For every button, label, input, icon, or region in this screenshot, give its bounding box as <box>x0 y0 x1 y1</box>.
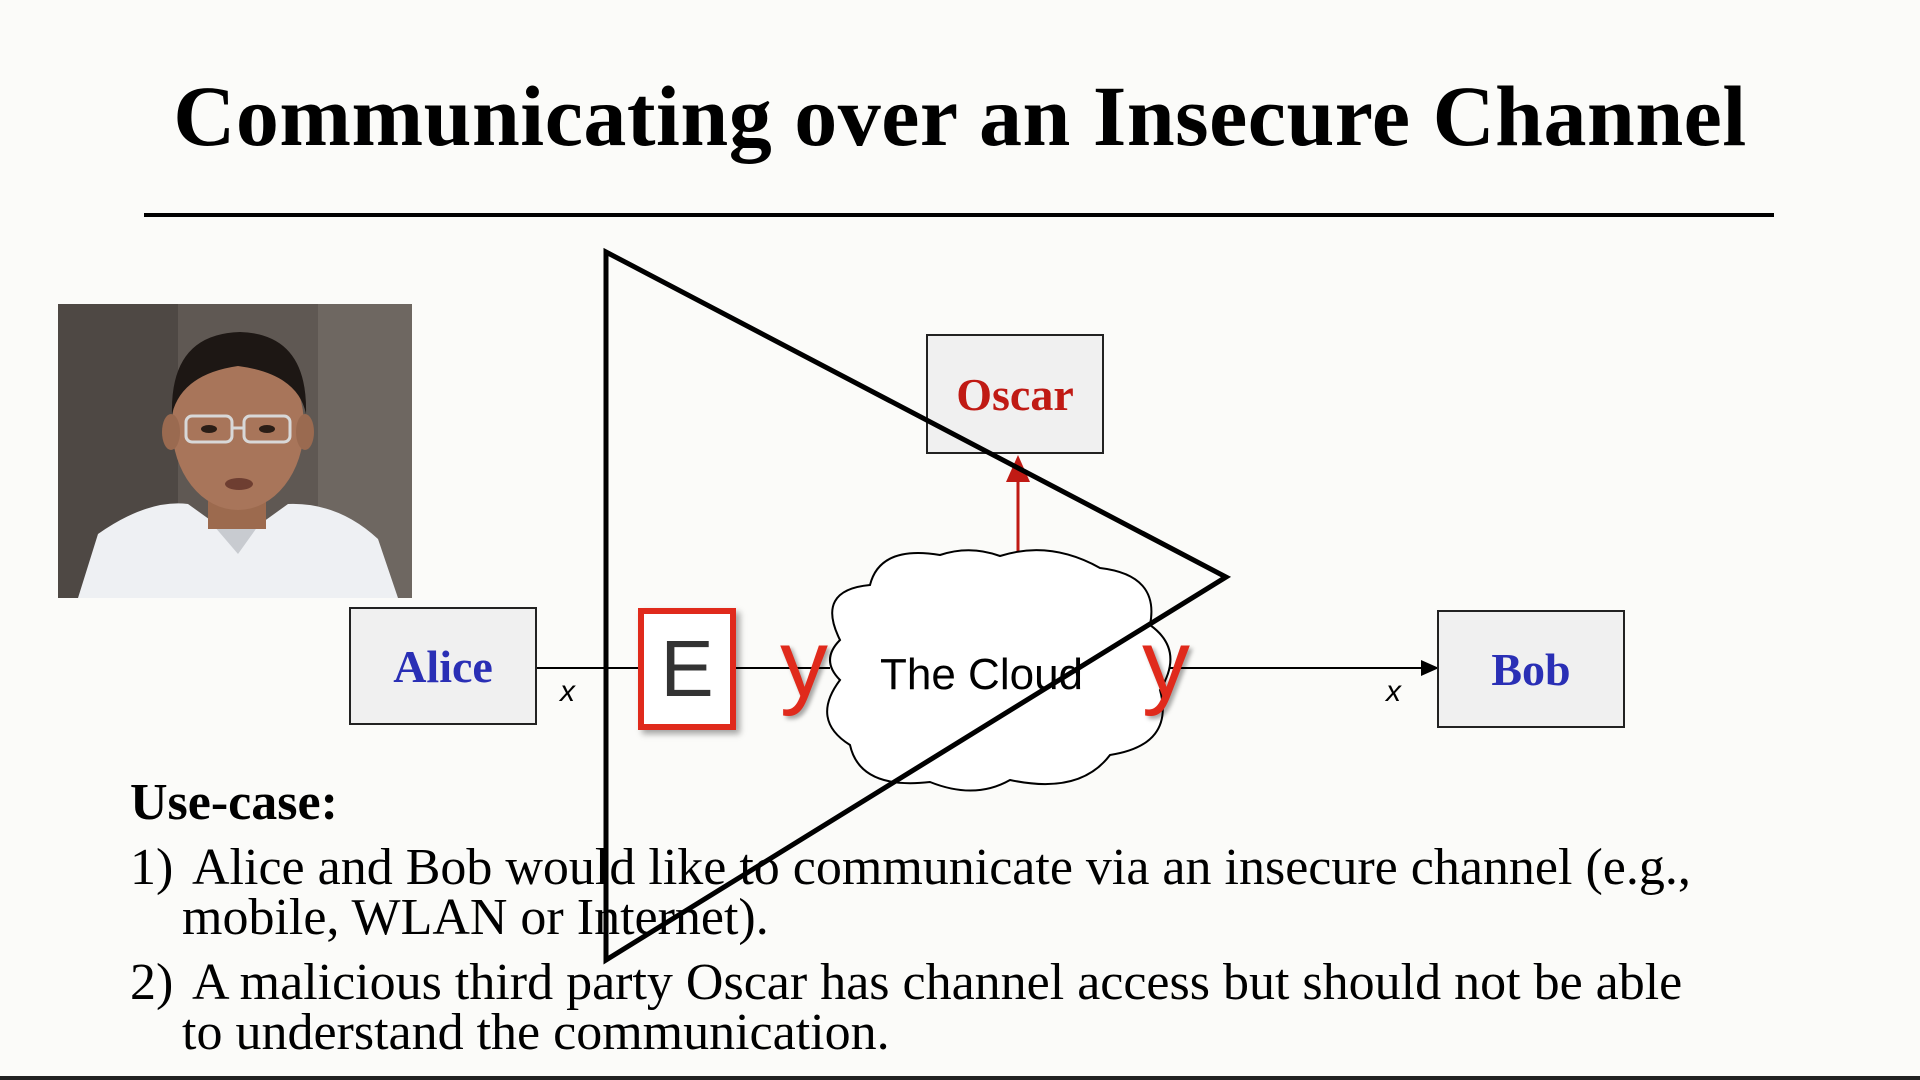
usecase-item-number: 1) <box>130 839 174 896</box>
cloud-label: The Cloud <box>880 650 1084 699</box>
video-bottom-edge <box>0 1076 1920 1080</box>
slide-title: Communicating over an Insecure Channel <box>173 68 1747 164</box>
encrypt-box: E <box>638 608 736 730</box>
usecase-heading: Use-case: <box>130 774 338 831</box>
usecase-item-text-cont: to understand the communication. <box>182 1004 890 1061</box>
bob-box: Bob <box>1437 610 1625 728</box>
plaintext-label-left: x <box>560 675 575 708</box>
title-divider <box>144 213 1774 217</box>
usecase-item: 2) A malicious third party Oscar has cha… <box>130 954 1830 1061</box>
ciphertext-label-right: y <box>1142 610 1190 717</box>
alice-box: Alice <box>349 607 537 725</box>
plaintext-label-right: x <box>1386 675 1401 708</box>
presenter-image <box>58 304 412 598</box>
ciphertext-label-left: y <box>780 610 828 717</box>
cloud-shape <box>826 549 1172 792</box>
usecase-item-number: 2) <box>130 954 174 1011</box>
presenter-webcam <box>58 304 412 598</box>
usecase-item-text: Alice and Bob would like to communicate … <box>192 839 1691 896</box>
usecase-item: 1) Alice and Bob would like to communica… <box>130 839 1830 944</box>
usecase-item-text: A malicious third party Oscar has channe… <box>192 954 1683 1011</box>
